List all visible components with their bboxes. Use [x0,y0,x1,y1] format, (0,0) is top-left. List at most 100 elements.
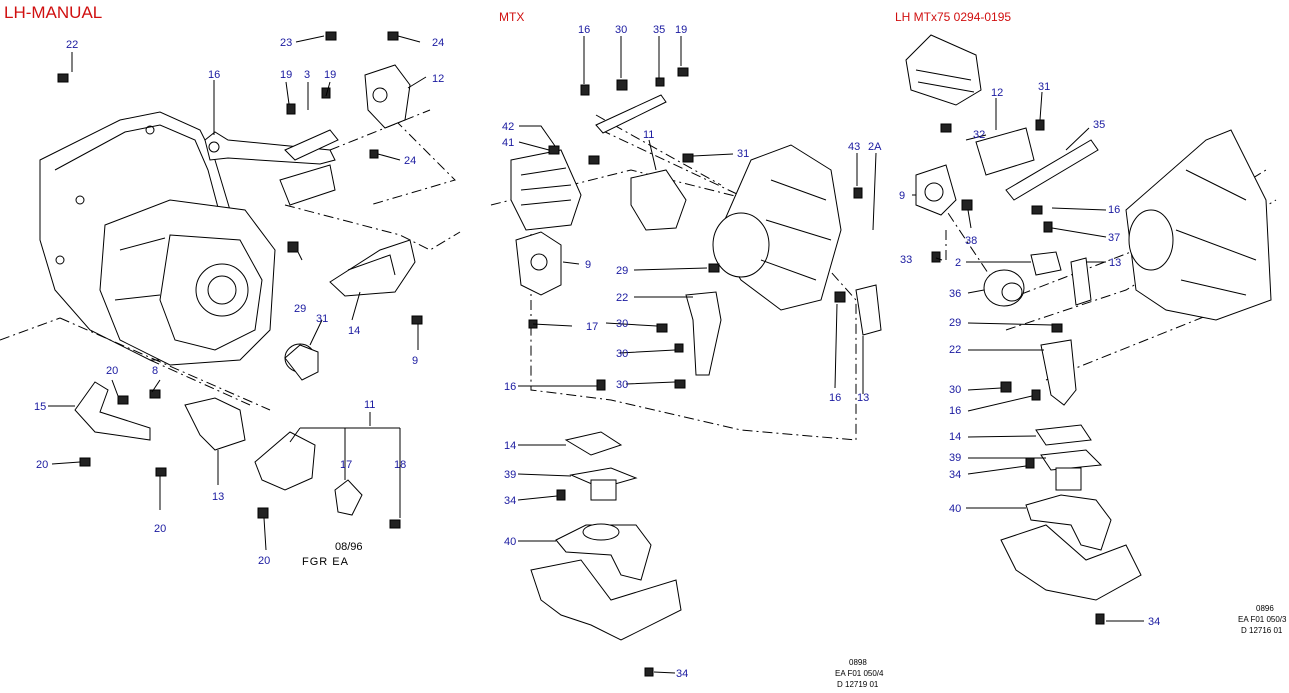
mount-11 [254,431,316,491]
callout-31: 31 [1038,81,1050,93]
bolts [57,31,423,529]
panel-title: LH-MANUAL [4,3,103,22]
callout-19a: 19 [280,69,292,81]
bracket-3 [284,129,339,161]
callout-33: 33 [900,254,912,266]
callout-12: 12 [432,73,444,85]
panel-lh-manual: LH-MANUAL [0,0,471,693]
callout-24a: 24 [432,37,444,49]
rod-35 [1005,139,1099,201]
callout-23: 23 [280,37,292,49]
bolts [528,67,863,677]
callout-40: 40 [949,503,961,515]
subframe [1000,524,1142,601]
callout-29: 29 [616,265,628,277]
callout-30: 30 [949,384,961,396]
mount-11 [630,169,687,231]
drawing-number: D 12719 01 [837,680,879,689]
panel-mtx: MTX [471,0,886,693]
bracket-42 [510,149,582,231]
callout-12: 12 [991,87,1003,99]
ref-code: EA F01 050/3 [1238,615,1287,624]
gearbox-case [99,199,276,366]
bracket-40 [1025,494,1112,551]
callout-11: 11 [643,129,654,141]
callout-39: 39 [949,452,961,464]
callout-37: 37 [1108,232,1120,244]
panel-title: MTX [499,10,525,24]
bracket-2 [1030,251,1062,276]
callout-30a: 30 [616,318,628,330]
callout-24b: 24 [404,155,416,167]
mount-14 [564,431,623,456]
callout-8: 8 [152,365,158,377]
ref-code: FGR EA [302,556,349,568]
callout-19b: 19 [324,69,336,81]
callout-30b: 30 [616,348,628,360]
bolts [931,119,1105,625]
date-code: 0898 [849,658,867,667]
callout-36: 36 [949,288,961,300]
callout-38: 38 [965,235,977,247]
callout-32: 32 [973,129,985,141]
callout-9: 9 [585,259,591,271]
callout-20d: 20 [258,555,270,567]
insulator-39 [1040,449,1103,471]
callout-14: 14 [949,431,961,443]
callout-16: 16 [578,24,590,36]
callout-29: 29 [949,317,961,329]
callout-17: 17 [586,321,598,333]
mtx-exploded-diagram: 16 30 35 19 42 41 11 31 43 2A 9 29 22 17… [490,24,882,680]
mount-14 [1035,424,1092,446]
callout-9: 9 [899,190,905,202]
callout-16c: 16 [829,392,841,404]
callout-14: 14 [504,440,516,452]
callout-30c: 30 [616,379,628,391]
callout-9: 9 [412,355,418,367]
drawing-number: D 12716 01 [1241,626,1283,635]
bracket-13 [184,397,246,451]
lh-manual-exploded-diagram: 22 16 19 3 19 23 24 12 24 15 20 8 20 20 … [0,31,461,567]
callout-17: 17 [340,459,352,471]
callout-13: 13 [1109,257,1121,269]
lh-mtx75-exploded-diagram: 12 31 32 35 9 16 38 37 33 2 13 36 29 22 … [899,34,1277,628]
callout-16b: 16 [504,381,516,393]
callout-30: 30 [615,24,627,36]
bracket-13 [1070,257,1092,306]
callout-41: 41 [502,137,514,149]
callout-22: 22 [949,344,961,356]
callout-35: 35 [653,24,665,36]
callout-18: 18 [394,459,406,471]
callout-39: 39 [504,469,516,481]
bracket-15 [74,381,151,441]
callout-20a: 20 [106,365,118,377]
callout-34a: 34 [504,495,516,507]
callout-16: 16 [208,69,220,81]
callout-35: 35 [1093,119,1105,131]
callout-19: 19 [675,24,687,36]
mount-9 [515,231,562,296]
bracket-22 [1040,339,1077,406]
ref-code: EA F01 050/4 [835,669,884,678]
callout-34a: 34 [949,469,961,481]
top-bracket [905,34,982,106]
bracket-22 [685,291,722,376]
mount-12 [975,127,1035,176]
date-code: 08/96 [335,541,363,553]
callout-43: 43 [848,141,860,153]
callout-14: 14 [348,325,360,337]
bracket-13 [855,284,882,336]
callout-2A: 2A [868,141,882,153]
rod-35 [595,94,667,134]
panel-lh-mtx75: LH MTx75 0294-0195 [886,0,1289,693]
callout-15: 15 [34,401,46,413]
callout-29: 29 [294,303,306,315]
mount-12 [364,64,411,129]
callout-22: 22 [616,292,628,304]
callout-16b: 16 [949,405,961,417]
callout-42: 42 [502,121,514,133]
callout-16a: 16 [1108,204,1120,216]
rubber-bush-36 [983,269,1025,307]
gearbox-case [1125,129,1272,321]
subframe [530,559,682,641]
